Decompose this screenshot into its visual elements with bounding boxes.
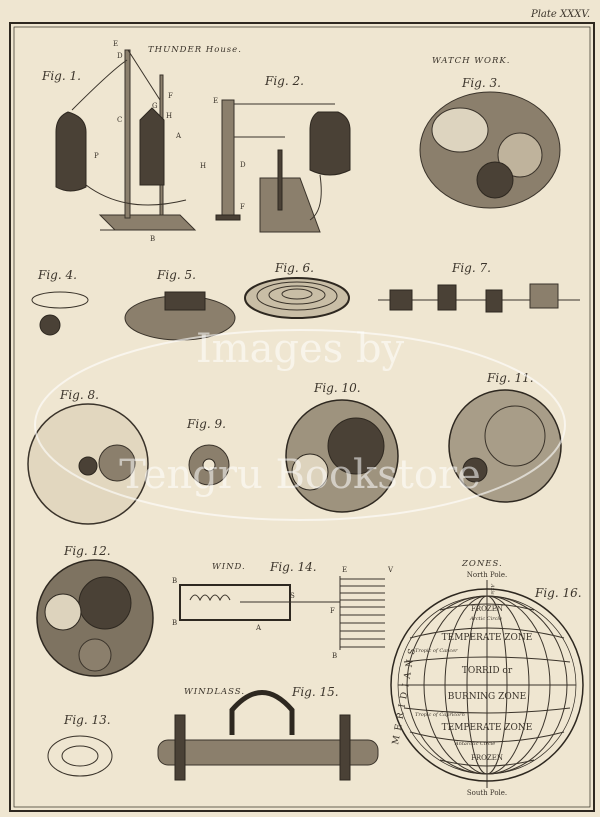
fig-14-letter: A [255, 624, 262, 632]
fig-1-letter: A [175, 132, 182, 140]
fig-1-thunder-house-drawing: E D F G H C A P B [55, 40, 197, 243]
fig-1-letter: P [94, 152, 99, 160]
outer-frame [9, 22, 595, 812]
fig-15-label: Fig. 15. [291, 685, 339, 699]
heading-zones: ZONES. [461, 559, 503, 569]
fig-1-letter: H [166, 112, 172, 120]
watermark: Images by Tengru Bookstore [34, 326, 566, 521]
fig-6-label: Fig. 6. [274, 261, 314, 275]
zone-torrid: TORRID or [462, 666, 513, 676]
arctic-circle-label: Arctic Circle [469, 616, 502, 622]
fig-3-watch-drawing [419, 91, 561, 209]
fig-1-letter: E [113, 40, 118, 48]
fig-16-globe-drawing: North Pole. South Pole. FROZEN TEMPERATE… [390, 571, 584, 797]
fig-14-letter: F [330, 607, 335, 615]
fig-8-label: Fig. 8. [59, 388, 99, 402]
fig-14-wind-drawing: B B S F A E V B [172, 566, 394, 660]
fig-1-letter: D [117, 52, 123, 60]
fig-13-balance-drawing [47, 735, 113, 777]
fig-1-letter: B [150, 235, 155, 243]
fig-4-balance-drawing [31, 291, 89, 336]
fig-1-letter: G [152, 102, 158, 110]
fig-2-letter: E [213, 97, 218, 105]
fig-10-movement-drawing [285, 399, 399, 513]
heading-thunder-house: THUNDER House. [148, 45, 242, 55]
fig-14-letter: B [332, 652, 337, 660]
north-pole-label: North Pole. [467, 571, 507, 579]
zone-frozen-south: FROZEN [471, 754, 503, 762]
fig-12-movement-drawing [36, 559, 154, 677]
fig-3-label: Fig. 3. [461, 76, 501, 90]
fig-13-label: Fig. 13. [63, 713, 111, 727]
tropic-cancer-label: Tropic of Cancer [415, 648, 458, 654]
heading-watch-work: WATCH WORK. [432, 56, 510, 66]
fig-11-label: Fig. 11. [486, 371, 534, 385]
south-pole-label: South Pole. [467, 789, 507, 797]
fig-2-letter: F [240, 203, 245, 211]
plate-number: Plate XXXV. [530, 9, 590, 20]
fig-15-windlass-drawing [157, 690, 379, 781]
fig-4-label: Fig. 4. [37, 268, 77, 282]
fig-14-label: Fig. 14. [269, 560, 317, 574]
axis-label: Axis [489, 583, 495, 595]
fig-16-label: Fig. 16. [534, 586, 582, 600]
fig-14-letter: S [290, 592, 295, 600]
figure-labels: Fig. 1. Fig. 2. Fig. 3. Fig. 4. Fig. 5. … [37, 69, 582, 727]
fig-9-wheel-drawing [188, 444, 230, 486]
watermark-line-1: Images by [196, 326, 405, 372]
fig-14-letter: E [342, 566, 347, 574]
fig-1-label: Fig. 1. [41, 69, 81, 83]
fig-14-letter: B [172, 577, 177, 585]
heading-wind: WIND. [212, 562, 246, 572]
tropic-capricorn-label: Tropic of Capricorn [415, 712, 465, 718]
fig-9-label: Fig. 9. [186, 417, 226, 431]
zone-temperate-south: TEMPERATE ZONE [442, 723, 533, 733]
fig-7-label: Fig. 7. [451, 261, 491, 275]
fig-14-letter: B [172, 619, 177, 627]
fig-2-letter: H [200, 162, 206, 170]
fig-5-label: Fig. 5. [156, 268, 196, 282]
antarctic-circle-label: Antarctic Circle [454, 741, 495, 747]
zone-frozen-north: FROZEN [471, 605, 503, 613]
fig-7-wheel-train-drawing [378, 283, 580, 313]
fig-2-label: Fig. 2. [264, 74, 304, 88]
fig-1-letter: F [168, 92, 173, 100]
fig-6-spring-drawing [244, 277, 350, 319]
fig-14-letter: V [387, 566, 394, 574]
heading-windlass: WINDLASS. [184, 687, 245, 697]
zone-temperate-north: TEMPERATE ZONE [442, 633, 533, 643]
fig-2-apparatus-drawing: E H D F [200, 97, 351, 233]
fig-2-letter: D [240, 161, 246, 169]
fig-1-letter: C [117, 116, 122, 124]
inner-frame [13, 26, 591, 808]
fig-12-label: Fig. 12. [63, 544, 111, 558]
fig-10-label: Fig. 10. [313, 381, 361, 395]
zone-burning: BURNING ZONE [448, 692, 526, 702]
fig-11-movement-drawing [448, 389, 562, 503]
fig-5-plate-drawing [124, 291, 236, 341]
watermark-line-2: Tengru Bookstore [119, 452, 480, 498]
